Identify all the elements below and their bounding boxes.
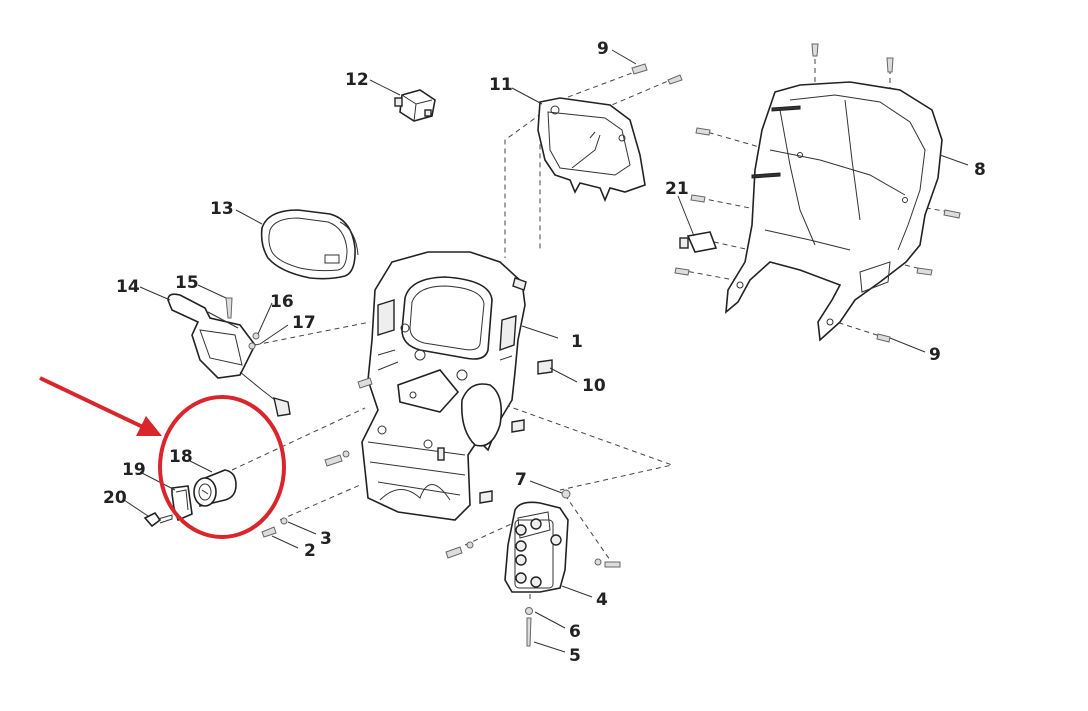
highlight-arrow-shaft	[39, 376, 146, 430]
callout-10: 10	[582, 376, 606, 396]
callout-12: 12	[345, 70, 369, 90]
callout-20: 20	[103, 488, 127, 508]
callout-9-bottom: 9	[929, 345, 941, 365]
callout-2: 2	[304, 541, 316, 561]
part-12-relay	[394, 89, 436, 122]
part-8-rear-shell	[725, 81, 943, 342]
callout-11: 11	[489, 75, 513, 95]
callout-17: 17	[292, 313, 316, 333]
callout-21: 21	[665, 179, 689, 199]
callout-13: 13	[210, 199, 234, 219]
callout-19: 19	[122, 460, 146, 480]
callout-1: 1	[571, 332, 583, 352]
part-13-instrument-cluster	[260, 209, 359, 280]
callout-15: 15	[175, 273, 199, 293]
callout-7: 7	[515, 470, 527, 490]
part-21-sensor	[679, 231, 718, 253]
leader-lines	[123, 49, 969, 653]
callout-8: 8	[974, 160, 986, 180]
part-20-key	[143, 511, 173, 528]
highlight-arrow-head	[136, 416, 162, 436]
part-18-lock-barrel	[193, 469, 237, 508]
callout-9-top: 9	[597, 39, 609, 59]
callout-5: 5	[569, 646, 581, 666]
highlight-marker	[39, 376, 286, 539]
callout-3: 3	[320, 529, 332, 549]
callout-4: 4	[596, 590, 608, 610]
callout-14: 14	[116, 277, 140, 297]
part-4-switch-panel	[504, 501, 569, 593]
part-19-clip	[171, 485, 193, 522]
callout-16: 16	[270, 292, 294, 312]
callout-labels: 1 2 3 4 5 6 7 8 9 9 10 11 12 13 14 15 16…	[103, 39, 986, 666]
callout-6: 6	[569, 622, 581, 642]
part-14-switch-housing	[167, 293, 291, 417]
part-10-clip	[537, 359, 553, 375]
part-1-dashboard-housing	[361, 251, 526, 521]
part-11-bracket	[537, 97, 646, 203]
callout-18: 18	[169, 447, 193, 467]
highlight-circle	[158, 395, 286, 539]
fasteners	[225, 43, 961, 647]
